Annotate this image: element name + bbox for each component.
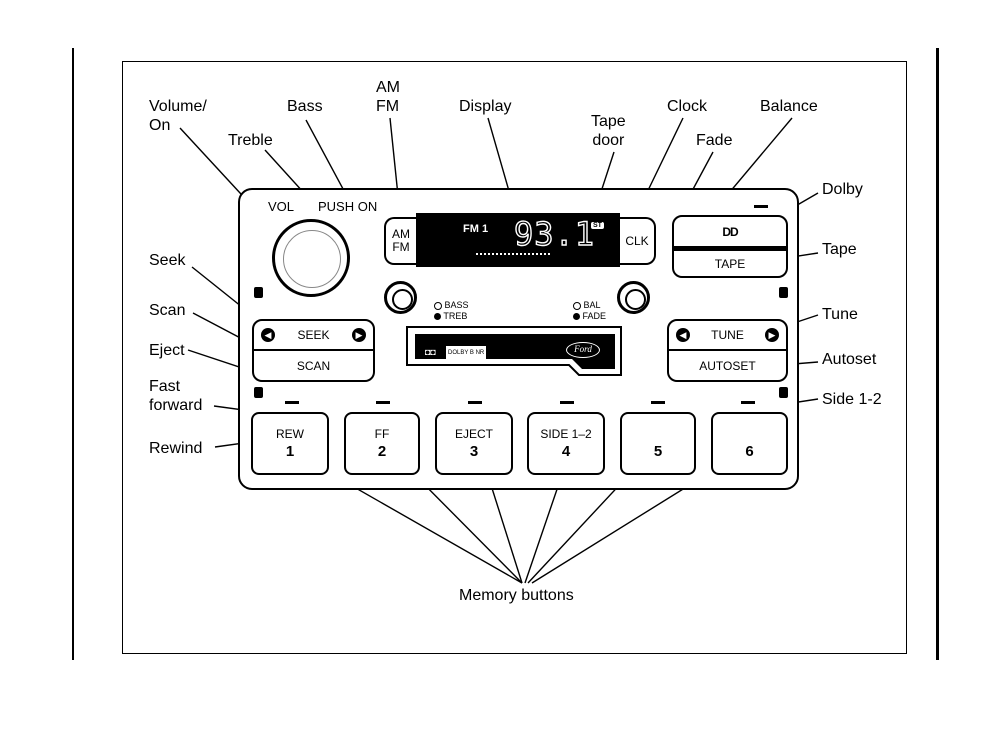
vol-label: VOL [268, 200, 294, 214]
tune-button-label: TUNE [711, 328, 744, 342]
fade-indicator-label: FADE [583, 311, 607, 321]
preset-button-2[interactable]: FF 2 [344, 412, 420, 475]
callout-display: Display [459, 97, 511, 116]
preset-2-top-label: FF [375, 427, 390, 441]
seek-left-arrow-icon: ◀ [261, 328, 275, 342]
callout-bass: Bass [287, 97, 323, 116]
treb-indicator: TREB [434, 309, 467, 323]
volume-knob-inner [283, 230, 341, 288]
seek-button-label: SEEK [297, 328, 329, 342]
callout-fast-forward: Fast forward [149, 377, 202, 415]
dolby-logo-icon: ◘◘ [425, 345, 436, 359]
preset-button-4[interactable]: SIDE 1–2 4 [527, 412, 605, 475]
tune-right-arrow-icon: ▶ [765, 328, 779, 342]
callout-eject: Eject [149, 341, 185, 360]
volume-knob[interactable] [272, 219, 350, 297]
display-panel: FM 1 93.1 ST [416, 213, 620, 267]
seek-right-arrow-icon: ▶ [352, 328, 366, 342]
callout-balance: Balance [760, 97, 818, 116]
faceplate-dash [741, 401, 755, 404]
callout-tune: Tune [822, 305, 858, 324]
preset-3-top-label: EJECT [455, 427, 493, 441]
preset-1-top-label: REW [276, 427, 304, 441]
callout-volume-on: Volume/ On [149, 97, 207, 135]
display-frequency: 93.1 [514, 215, 595, 253]
scan-button[interactable]: SCAN [252, 350, 375, 382]
preset-1-number: 1 [286, 443, 294, 460]
callout-tape-door: Tape door [591, 112, 626, 150]
preset-6-number: 6 [745, 443, 753, 460]
filled-circle-icon [434, 313, 441, 320]
tape-button[interactable]: TAPE [672, 248, 788, 278]
tune-left-arrow-icon: ◀ [676, 328, 690, 342]
preset-2-number: 2 [378, 443, 386, 460]
faceplate-marker [779, 387, 788, 398]
dolby-symbol: DD [722, 225, 737, 239]
filled-circle-icon [573, 313, 580, 320]
am-fm-button[interactable]: AM FM [384, 217, 416, 265]
faceplate-marker [254, 387, 263, 398]
am-fm-button-label: AM FM [392, 228, 410, 254]
clk-button[interactable]: CLK [620, 217, 656, 265]
callout-dolby: Dolby [822, 180, 863, 199]
tape-button-label: TAPE [715, 257, 745, 271]
preset-button-3[interactable]: EJECT 3 [435, 412, 513, 475]
faceplate-marker [779, 287, 788, 298]
faceplate-dash [376, 401, 390, 404]
faceplate-dash [285, 401, 299, 404]
scan-button-label: SCAN [297, 359, 330, 373]
faceplate-dash [754, 205, 768, 208]
faceplate-dash [560, 401, 574, 404]
treb-indicator-label: TREB [443, 311, 467, 321]
dolby-button[interactable]: DD [672, 215, 788, 248]
callout-fade: Fade [696, 131, 732, 150]
callout-treble: Treble [228, 131, 273, 150]
balance-fade-knob-inner [625, 289, 646, 310]
tune-button[interactable]: ◀ TUNE ▶ [667, 319, 788, 351]
callout-scan: Scan [149, 301, 185, 320]
autoset-button[interactable]: AUTOSET [667, 350, 788, 382]
autoset-button-label: AUTOSET [699, 359, 755, 373]
faceplate-dash [651, 401, 665, 404]
ford-logo: Ford [566, 342, 600, 358]
preset-button-1[interactable]: REW 1 [251, 412, 329, 475]
preset-4-number: 4 [562, 443, 570, 460]
fade-indicator: FADE [573, 309, 606, 323]
preset-3-number: 3 [470, 443, 478, 460]
callout-am-fm: AM FM [376, 78, 400, 116]
bass-treble-knob[interactable] [384, 281, 417, 314]
callout-seek: Seek [149, 251, 185, 270]
seek-button[interactable]: ◀ SEEK ▶ [252, 319, 375, 351]
preset-4-top-label: SIDE 1–2 [540, 427, 591, 441]
preset-button-5[interactable]: 5 [620, 412, 696, 475]
callout-memory-buttons: Memory buttons [459, 586, 574, 605]
faceplate-marker [254, 287, 263, 298]
callout-clock: Clock [667, 97, 707, 116]
callout-autoset: Autoset [822, 350, 876, 369]
display-band: FM 1 [463, 223, 488, 235]
push-on-label: PUSH ON [318, 200, 377, 214]
clk-button-label: CLK [625, 234, 648, 248]
tape-dolby-badge: DOLBY B NR [446, 346, 486, 360]
faceplate-dash [468, 401, 482, 404]
preset-button-6[interactable]: 6 [711, 412, 788, 475]
balance-fade-knob[interactable] [617, 281, 650, 314]
preset-5-number: 5 [654, 443, 662, 460]
callout-rewind: Rewind [149, 439, 202, 458]
display-stereo-badge: ST [591, 222, 604, 229]
callout-side-1-2: Side 1-2 [822, 390, 882, 409]
bass-treble-knob-inner [392, 289, 413, 310]
display-eq-bar [476, 253, 550, 258]
callout-tape: Tape [822, 240, 857, 259]
